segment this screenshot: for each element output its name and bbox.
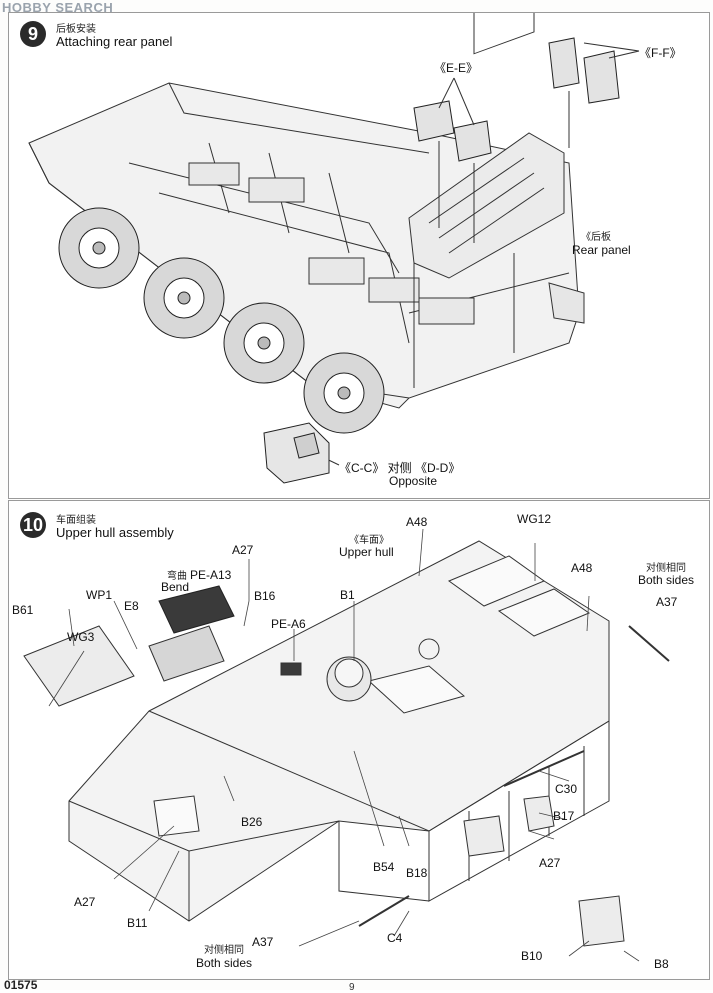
part-a27-right: A27	[539, 856, 561, 870]
label-upper-hull-en: Upper hull	[339, 545, 394, 559]
part-b10: B10	[521, 949, 543, 963]
step-9-title-cn: 后板安装	[56, 24, 96, 35]
step-9-panel: 9 后板安装 Attaching rear panel 《E-E》 《F-F》 …	[8, 12, 710, 499]
step-10-panel: 10 车面组装 Upper hull assembly 弯曲 Bend 《车面》…	[8, 500, 710, 980]
part-b26: B26	[241, 815, 263, 829]
part-b54: B54	[373, 860, 395, 874]
label-f-f: 《F-F》	[639, 46, 682, 60]
label-both-sides-cn-bottom: 对侧相同	[204, 945, 244, 956]
label-e-e: 《E-E》	[434, 61, 479, 75]
part-a37-bottom: A37	[252, 935, 274, 949]
watermark: HOBBY SEARCH	[2, 0, 114, 15]
label-both-sides-en: Both sides	[638, 573, 695, 587]
part-c4: C4	[387, 931, 403, 945]
part-a27-top: A27	[232, 543, 254, 557]
part-b16: B16	[254, 589, 276, 603]
label-opposite: Opposite	[389, 474, 438, 488]
part-a48-top: A48	[406, 515, 428, 529]
label-both-sides-en-bottom: Both sides	[196, 956, 253, 970]
step-10-title-cn: 车面组装	[56, 515, 96, 526]
part-b61: B61	[12, 603, 34, 617]
rear-panel-assembly-drawing	[28, 13, 640, 484]
part-b18: B18	[406, 866, 428, 880]
part-b11: B11	[127, 916, 148, 930]
part-a27-left: A27	[74, 895, 96, 909]
step-9-title-en: Attaching rear panel	[56, 34, 173, 49]
label-bend-cn: 弯曲	[167, 571, 187, 582]
label-upper-hull-cn: 《车面》	[349, 535, 389, 546]
label-rear-panel-en: Rear panel	[572, 243, 631, 257]
part-b8: B8	[654, 957, 669, 971]
part-pe-a6: PE-A6	[271, 617, 306, 631]
part-c30: C30	[555, 782, 578, 796]
part-wg3: WG3	[67, 630, 95, 644]
label-rear-panel-cn: 《后板	[581, 232, 611, 243]
part-wg12: WG12	[517, 512, 552, 526]
part-e8: E8	[124, 599, 139, 613]
step-number-10: 10	[20, 512, 46, 538]
part-a48-right: A48	[571, 561, 593, 575]
product-code: 01575	[4, 978, 38, 992]
step-number-9: 9	[20, 21, 46, 47]
label-c-c-d-d: 《C-C》 对侧 《D-D》	[339, 461, 461, 475]
part-b1: B1	[340, 588, 355, 602]
part-wp1: WP1	[86, 588, 113, 602]
label-both-sides-cn: 对侧相同	[646, 563, 686, 574]
part-a37-right: A37	[656, 595, 678, 609]
part-pe-a13: PE-A13	[190, 568, 232, 582]
part-b17: B17	[553, 809, 575, 823]
step-10-title-en: Upper hull assembly	[56, 525, 174, 540]
page-number: 9	[349, 982, 355, 993]
label-bend-en: Bend	[161, 580, 190, 594]
upper-hull-assembly-drawing	[23, 528, 670, 962]
